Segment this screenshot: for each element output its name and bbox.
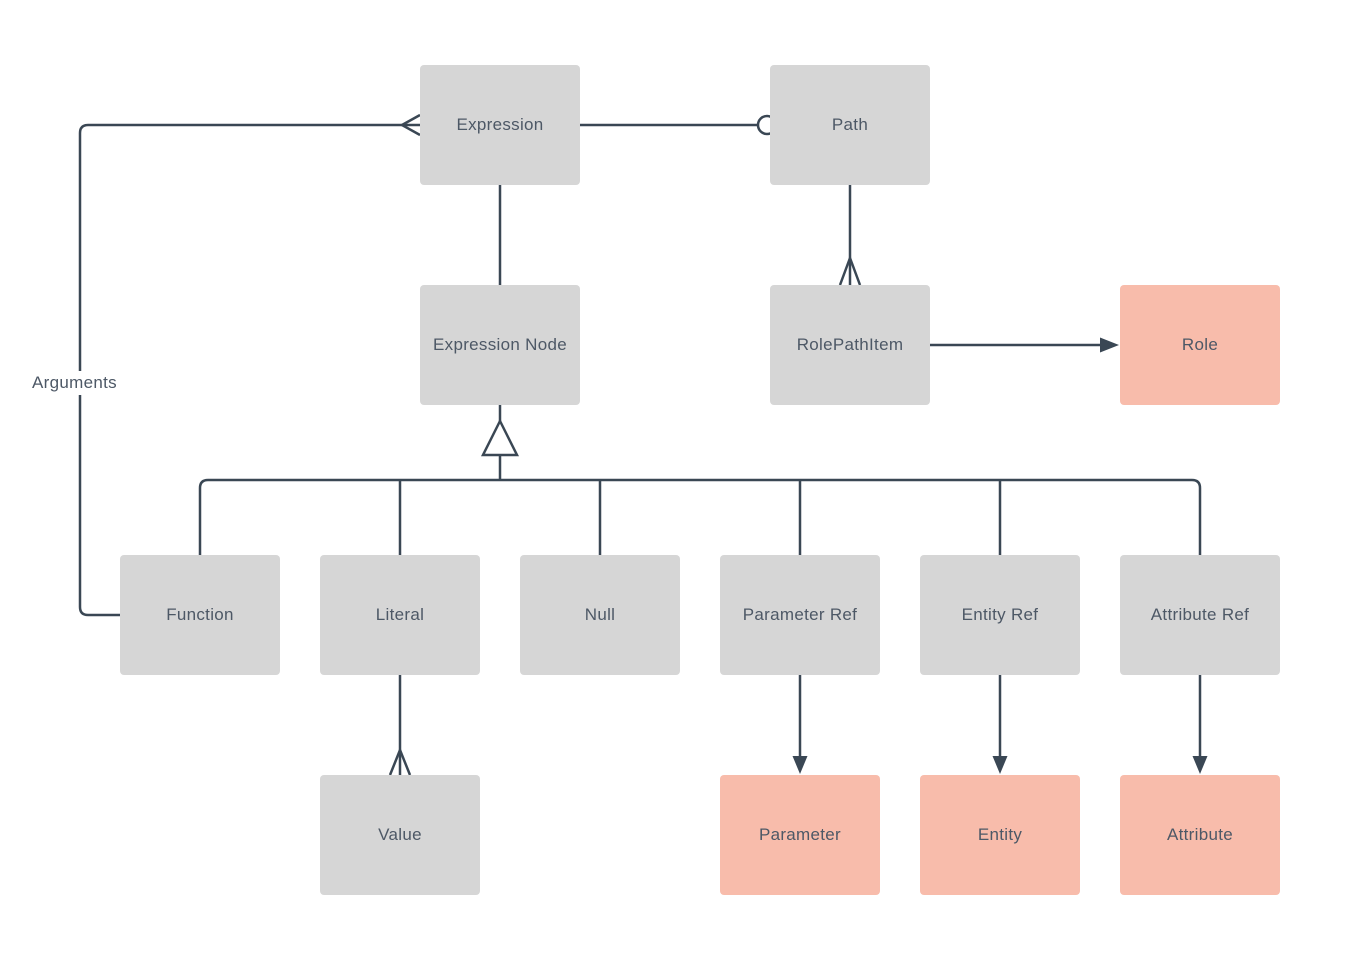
node-parameter: Parameter [720, 775, 880, 895]
node-expression-label: Expression [456, 114, 544, 134]
edge-entity-ref-entity [992, 675, 1008, 774]
node-parameter-label: Parameter [758, 824, 842, 844]
edge-path-rolepathitem [838, 185, 862, 286]
node-attribute-ref: Attribute Ref [1120, 555, 1280, 675]
node-parameter-ref: Parameter Ref [720, 555, 880, 675]
node-role-label: Role [1181, 334, 1219, 354]
node-attribute-label: Attribute [1166, 824, 1233, 844]
node-entity-label: Entity [977, 824, 1023, 844]
edge-parameter-ref-parameter [792, 675, 808, 774]
node-rolepathitem-label: RolePathItem [796, 334, 904, 354]
edge-label-arguments: Arguments [29, 371, 120, 395]
node-value-label: Value [378, 824, 422, 844]
node-null-label: Null [584, 604, 616, 624]
filled-arrow-marker [1192, 756, 1208, 774]
node-function-label: Function [166, 604, 234, 624]
edge-literal-value [388, 675, 412, 776]
node-attribute: Attribute [1120, 775, 1280, 895]
node-literal: Literal [320, 555, 480, 675]
edge-expression-function-arguments [78, 113, 421, 617]
edge-rolepathitem-role [930, 337, 1119, 353]
node-entity: Entity [920, 775, 1080, 895]
node-parameter-ref-label: Parameter Ref [742, 604, 858, 624]
node-expression: Expression [420, 65, 580, 185]
filled-arrow-marker [992, 756, 1008, 774]
node-expression-node: Expression Node [420, 285, 580, 405]
node-function: Function [120, 555, 280, 675]
node-role: Role [1120, 285, 1280, 405]
hollow-triangle-marker [480, 418, 520, 457]
node-attribute-ref-label: Attribute Ref [1150, 604, 1250, 624]
node-path-label: Path [831, 114, 869, 134]
edge-expression-path [580, 114, 778, 136]
node-null: Null [520, 555, 680, 675]
node-value: Value [320, 775, 480, 895]
filled-arrow-marker [1100, 337, 1119, 353]
node-path: Path [770, 65, 930, 185]
node-entity-ref: Entity Ref [920, 555, 1080, 675]
node-entity-ref-label: Entity Ref [961, 604, 1039, 624]
filled-arrow-marker [792, 756, 808, 774]
node-expression-node-label: Expression Node [433, 334, 567, 354]
node-rolepathitem: RolePathItem [770, 285, 930, 405]
edge-attribute-ref-attribute [1192, 675, 1208, 774]
node-literal-label: Literal [375, 604, 425, 624]
edge-generalization-tree [198, 405, 1202, 555]
